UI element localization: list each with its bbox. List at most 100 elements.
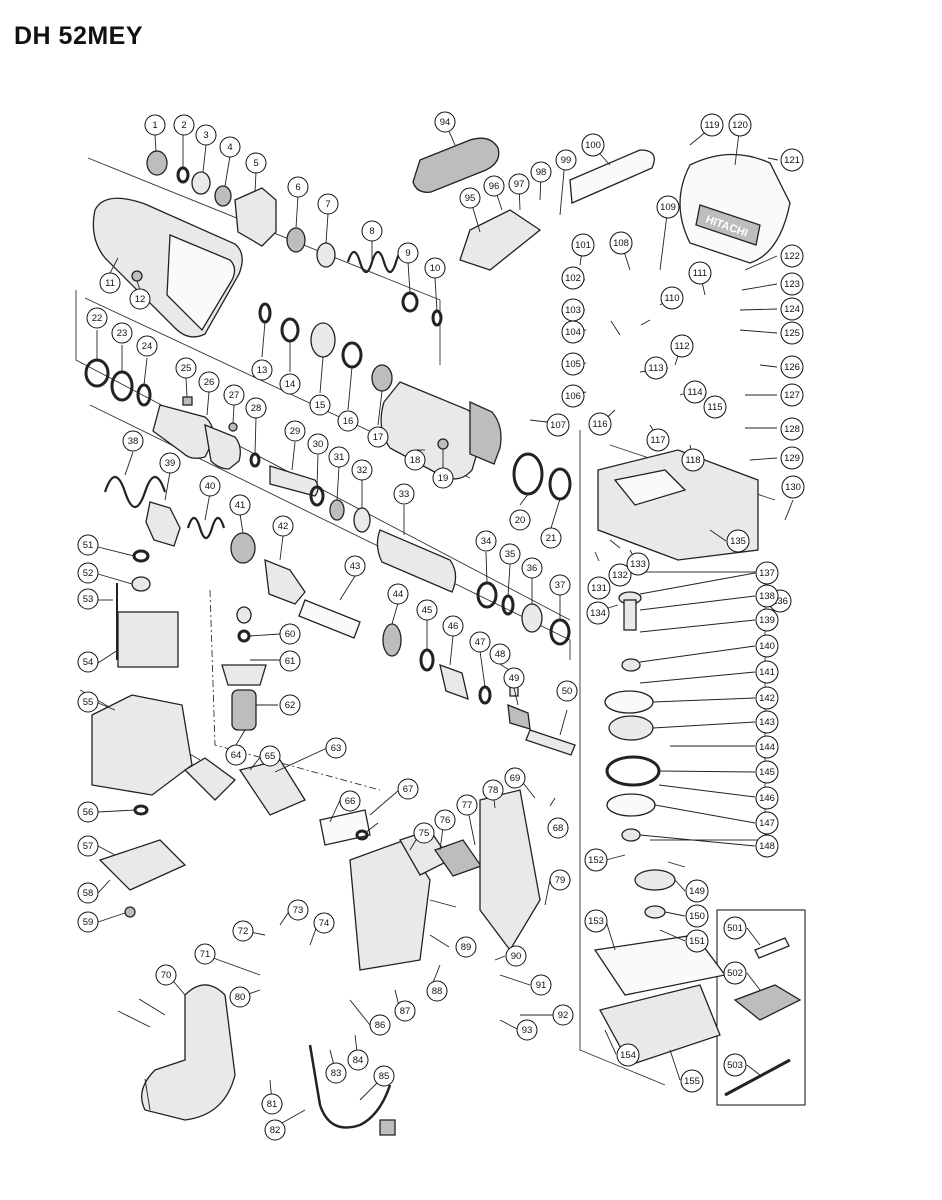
callout-number: 55 <box>83 697 94 708</box>
callout-circle <box>516 1019 538 1041</box>
callout-55: 55 <box>77 691 99 713</box>
callout-circle <box>681 448 705 472</box>
callout-number: 139 <box>759 615 775 626</box>
callout-96: 96 <box>483 175 505 197</box>
callout-circle <box>424 257 446 279</box>
callout-134: 134 <box>586 601 610 625</box>
callout-number: 78 <box>488 785 499 796</box>
callout-number: 63 <box>331 743 342 754</box>
callout-105: 105 <box>561 352 585 376</box>
callout-1: 1 <box>144 114 166 136</box>
callout-137: 137 <box>755 561 779 585</box>
callout-circle <box>77 911 99 933</box>
callout-98: 98 <box>530 161 552 183</box>
callout-circle <box>780 297 804 321</box>
callout-circle <box>540 527 562 549</box>
callout-circle <box>337 410 359 432</box>
callout-number: 140 <box>759 641 775 652</box>
callout-number: 53 <box>83 594 94 605</box>
callout-circle <box>688 261 712 285</box>
callout-circle <box>77 882 99 904</box>
callout-65: 65 <box>259 745 281 767</box>
callout-123: 123 <box>780 272 804 296</box>
callout-102: 102 <box>561 266 585 290</box>
callout-circle <box>229 494 251 516</box>
callout-56: 56 <box>77 801 99 823</box>
callout-circle <box>344 555 366 577</box>
callout-47: 47 <box>469 631 491 653</box>
callout-101: 101 <box>571 233 595 257</box>
callout-38: 38 <box>122 430 144 452</box>
callout-number: 77 <box>462 800 473 811</box>
callout-number: 94 <box>440 117 451 128</box>
callout-7: 7 <box>317 193 339 215</box>
callout-number: 34 <box>481 536 492 547</box>
callout-circle <box>325 737 347 759</box>
callout-circle <box>561 384 585 408</box>
callout-number: 87 <box>400 1006 411 1017</box>
callout-number: 152 <box>588 855 604 866</box>
callout-79: 79 <box>549 869 571 891</box>
callout-number: 125 <box>784 328 800 339</box>
callout-45: 45 <box>416 599 438 621</box>
callout-number: 38 <box>128 436 139 447</box>
callout-118: 118 <box>681 448 705 472</box>
callout-circle <box>199 475 221 497</box>
callout-number: 61 <box>285 656 296 667</box>
callout-number: 59 <box>83 917 94 928</box>
callout-circle <box>609 231 633 255</box>
callout-number: 65 <box>265 751 276 762</box>
callout-108: 108 <box>609 231 633 255</box>
callout-number: 54 <box>83 657 94 668</box>
callout-number: 155 <box>684 1076 700 1087</box>
callout-116: 116 <box>588 412 612 436</box>
callout-circle <box>387 583 409 605</box>
callout-number: 17 <box>373 432 384 443</box>
callout-number: 135 <box>730 536 746 547</box>
callout-number: 39 <box>165 458 176 469</box>
callout-circle <box>225 744 247 766</box>
callout-number: 103 <box>565 305 581 316</box>
callout-circle <box>584 848 608 872</box>
callout-circle <box>547 817 569 839</box>
callout-circle <box>644 356 668 380</box>
callout-number: 7 <box>325 199 330 210</box>
callout-8: 8 <box>361 220 383 242</box>
callout-circle <box>173 114 195 136</box>
callout-14: 14 <box>279 373 301 395</box>
callout-circle <box>505 945 527 967</box>
callout-32: 32 <box>351 459 373 481</box>
callout-circle <box>475 530 497 552</box>
callout-106: 106 <box>561 384 585 408</box>
callout-15: 15 <box>309 394 331 416</box>
callout-146: 146 <box>755 786 779 810</box>
callout-circle <box>780 383 804 407</box>
callout-number: 1 <box>152 120 157 131</box>
callout-95: 95 <box>459 187 481 209</box>
callout-circle <box>279 650 301 672</box>
callout-circle <box>404 449 426 471</box>
callout-number: 69 <box>510 773 521 784</box>
callout-5: 5 <box>245 152 267 174</box>
callout-number: 101 <box>575 240 591 251</box>
callout-circle <box>347 1049 369 1071</box>
callout-77: 77 <box>456 794 478 816</box>
callout-number: 100 <box>585 140 601 151</box>
callout-circle <box>726 529 750 553</box>
callout-number: 60 <box>285 629 296 640</box>
callout-number: 51 <box>83 540 94 551</box>
callout-number: 150 <box>689 911 705 922</box>
callout-circle <box>626 552 650 576</box>
callout-number: 40 <box>205 481 216 492</box>
callout-number: 108 <box>613 238 629 249</box>
callout-circle <box>279 623 301 645</box>
callout-76: 76 <box>434 809 456 831</box>
callout-number: 90 <box>511 951 522 962</box>
callout-number: 50 <box>562 686 573 697</box>
callout-number: 502 <box>727 968 743 979</box>
callout-150: 150 <box>685 904 709 928</box>
callout-114: 114 <box>683 380 707 404</box>
callout-37: 37 <box>549 574 571 596</box>
callout-68: 68 <box>547 817 569 839</box>
callout-circle <box>780 244 804 268</box>
